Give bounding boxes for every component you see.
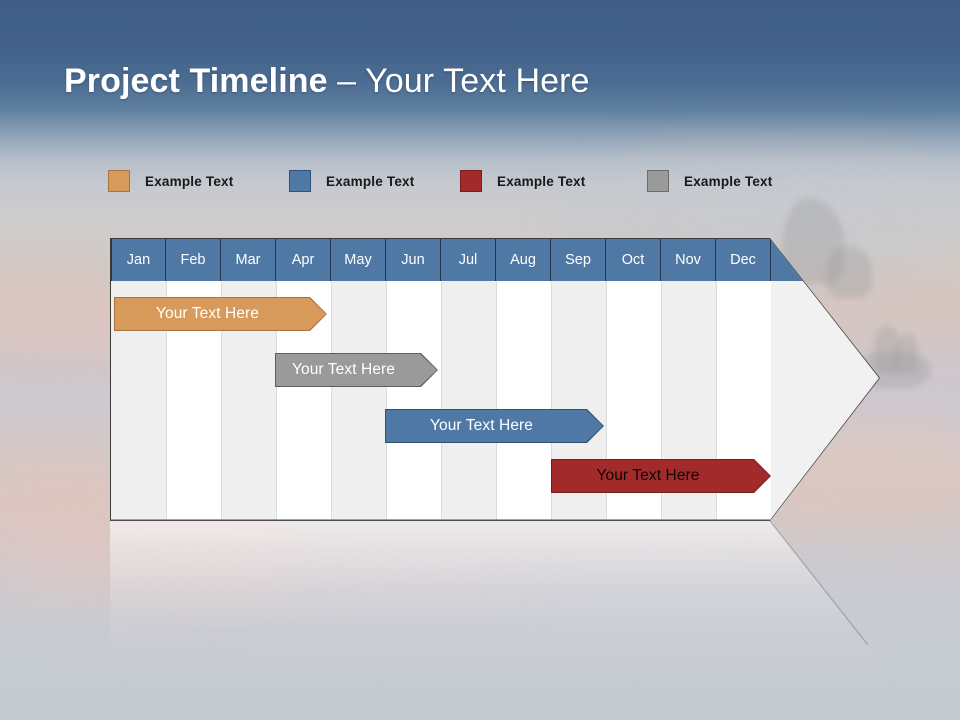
task-bar-4[interactable]: Your Text Here: [551, 459, 771, 493]
reflection-diagonal-line: [769, 520, 869, 646]
column-separator: [716, 281, 717, 520]
column-separator: [166, 281, 167, 520]
legend-label: Example Text: [326, 173, 415, 189]
legend-swatch-icon: [108, 170, 130, 192]
task-bar-arrow-shape: [551, 459, 771, 493]
title-strong: Project Timeline: [64, 62, 328, 100]
month-header-mar[interactable]: Mar: [221, 239, 276, 281]
page-title: Project Timeline – Your Text Here: [64, 60, 590, 102]
column-separator: [661, 281, 662, 520]
legend-item-4[interactable]: Example Text: [647, 168, 772, 194]
column-separator: [606, 281, 607, 520]
legend-swatch-icon: [647, 170, 669, 192]
legend: Example Text Example Text Example Text Exam…: [108, 168, 848, 194]
task-bar-arrow-shape: [114, 297, 327, 331]
legend-label: Example Text: [684, 173, 773, 189]
legend-swatch-icon: [289, 170, 311, 192]
column-separator: [441, 281, 442, 520]
month-header-may[interactable]: May: [331, 239, 386, 281]
column-separator: [551, 281, 552, 520]
background-silhouette: [896, 334, 918, 374]
task-bar-label: Your Text Here: [596, 467, 700, 484]
column-separator: [331, 281, 332, 520]
chart-reflection: [110, 521, 880, 691]
task-bar-2[interactable]: Your Text Here: [275, 353, 438, 387]
month-header-jul[interactable]: Jul: [441, 239, 496, 281]
legend-label: Example Text: [497, 173, 586, 189]
legend-label: Example Text: [145, 173, 234, 189]
chart-reflection-diagonal: [748, 520, 869, 651]
month-header-oct[interactable]: Oct: [606, 239, 661, 281]
legend-item-1[interactable]: Example Text: [108, 168, 233, 194]
column-separator: [496, 281, 497, 520]
month-column-jul: [441, 281, 496, 520]
column-separator: [221, 281, 222, 520]
month-header-feb[interactable]: Feb: [166, 239, 221, 281]
month-column-aug: [496, 281, 551, 520]
legend-swatch-icon: [460, 170, 482, 192]
legend-item-2[interactable]: Example Text: [289, 168, 414, 194]
task-bar-label: Your Text Here: [155, 305, 260, 322]
column-separator: [276, 281, 277, 520]
month-header-jun[interactable]: Jun: [386, 239, 441, 281]
month-header-dec[interactable]: Dec: [716, 239, 771, 281]
task-bar-label: Your Text Here: [291, 361, 396, 378]
sky-haze: [0, 545, 290, 600]
title-light: – Your Text Here: [327, 62, 590, 100]
sky-haze: [120, 545, 540, 591]
month-column-jun: [386, 281, 441, 520]
month-column-may: [331, 281, 386, 520]
month-header-sep[interactable]: Sep: [551, 239, 606, 281]
column-separator: [386, 281, 387, 520]
task-bar-arrow-shape: [385, 409, 604, 443]
legend-item-3[interactable]: Example Text: [460, 168, 585, 194]
task-bar-1[interactable]: Your Text Here: [114, 297, 327, 331]
task-bar-arrow-shape: [275, 353, 438, 387]
task-bar-3[interactable]: Your Text Here: [385, 409, 604, 443]
task-bar-label: Your Text Here: [429, 417, 534, 434]
month-header-aug[interactable]: Aug: [496, 239, 551, 281]
month-header-jan[interactable]: Jan: [111, 239, 166, 281]
month-header-nov[interactable]: Nov: [661, 239, 716, 281]
month-header-apr[interactable]: Apr: [276, 239, 331, 281]
